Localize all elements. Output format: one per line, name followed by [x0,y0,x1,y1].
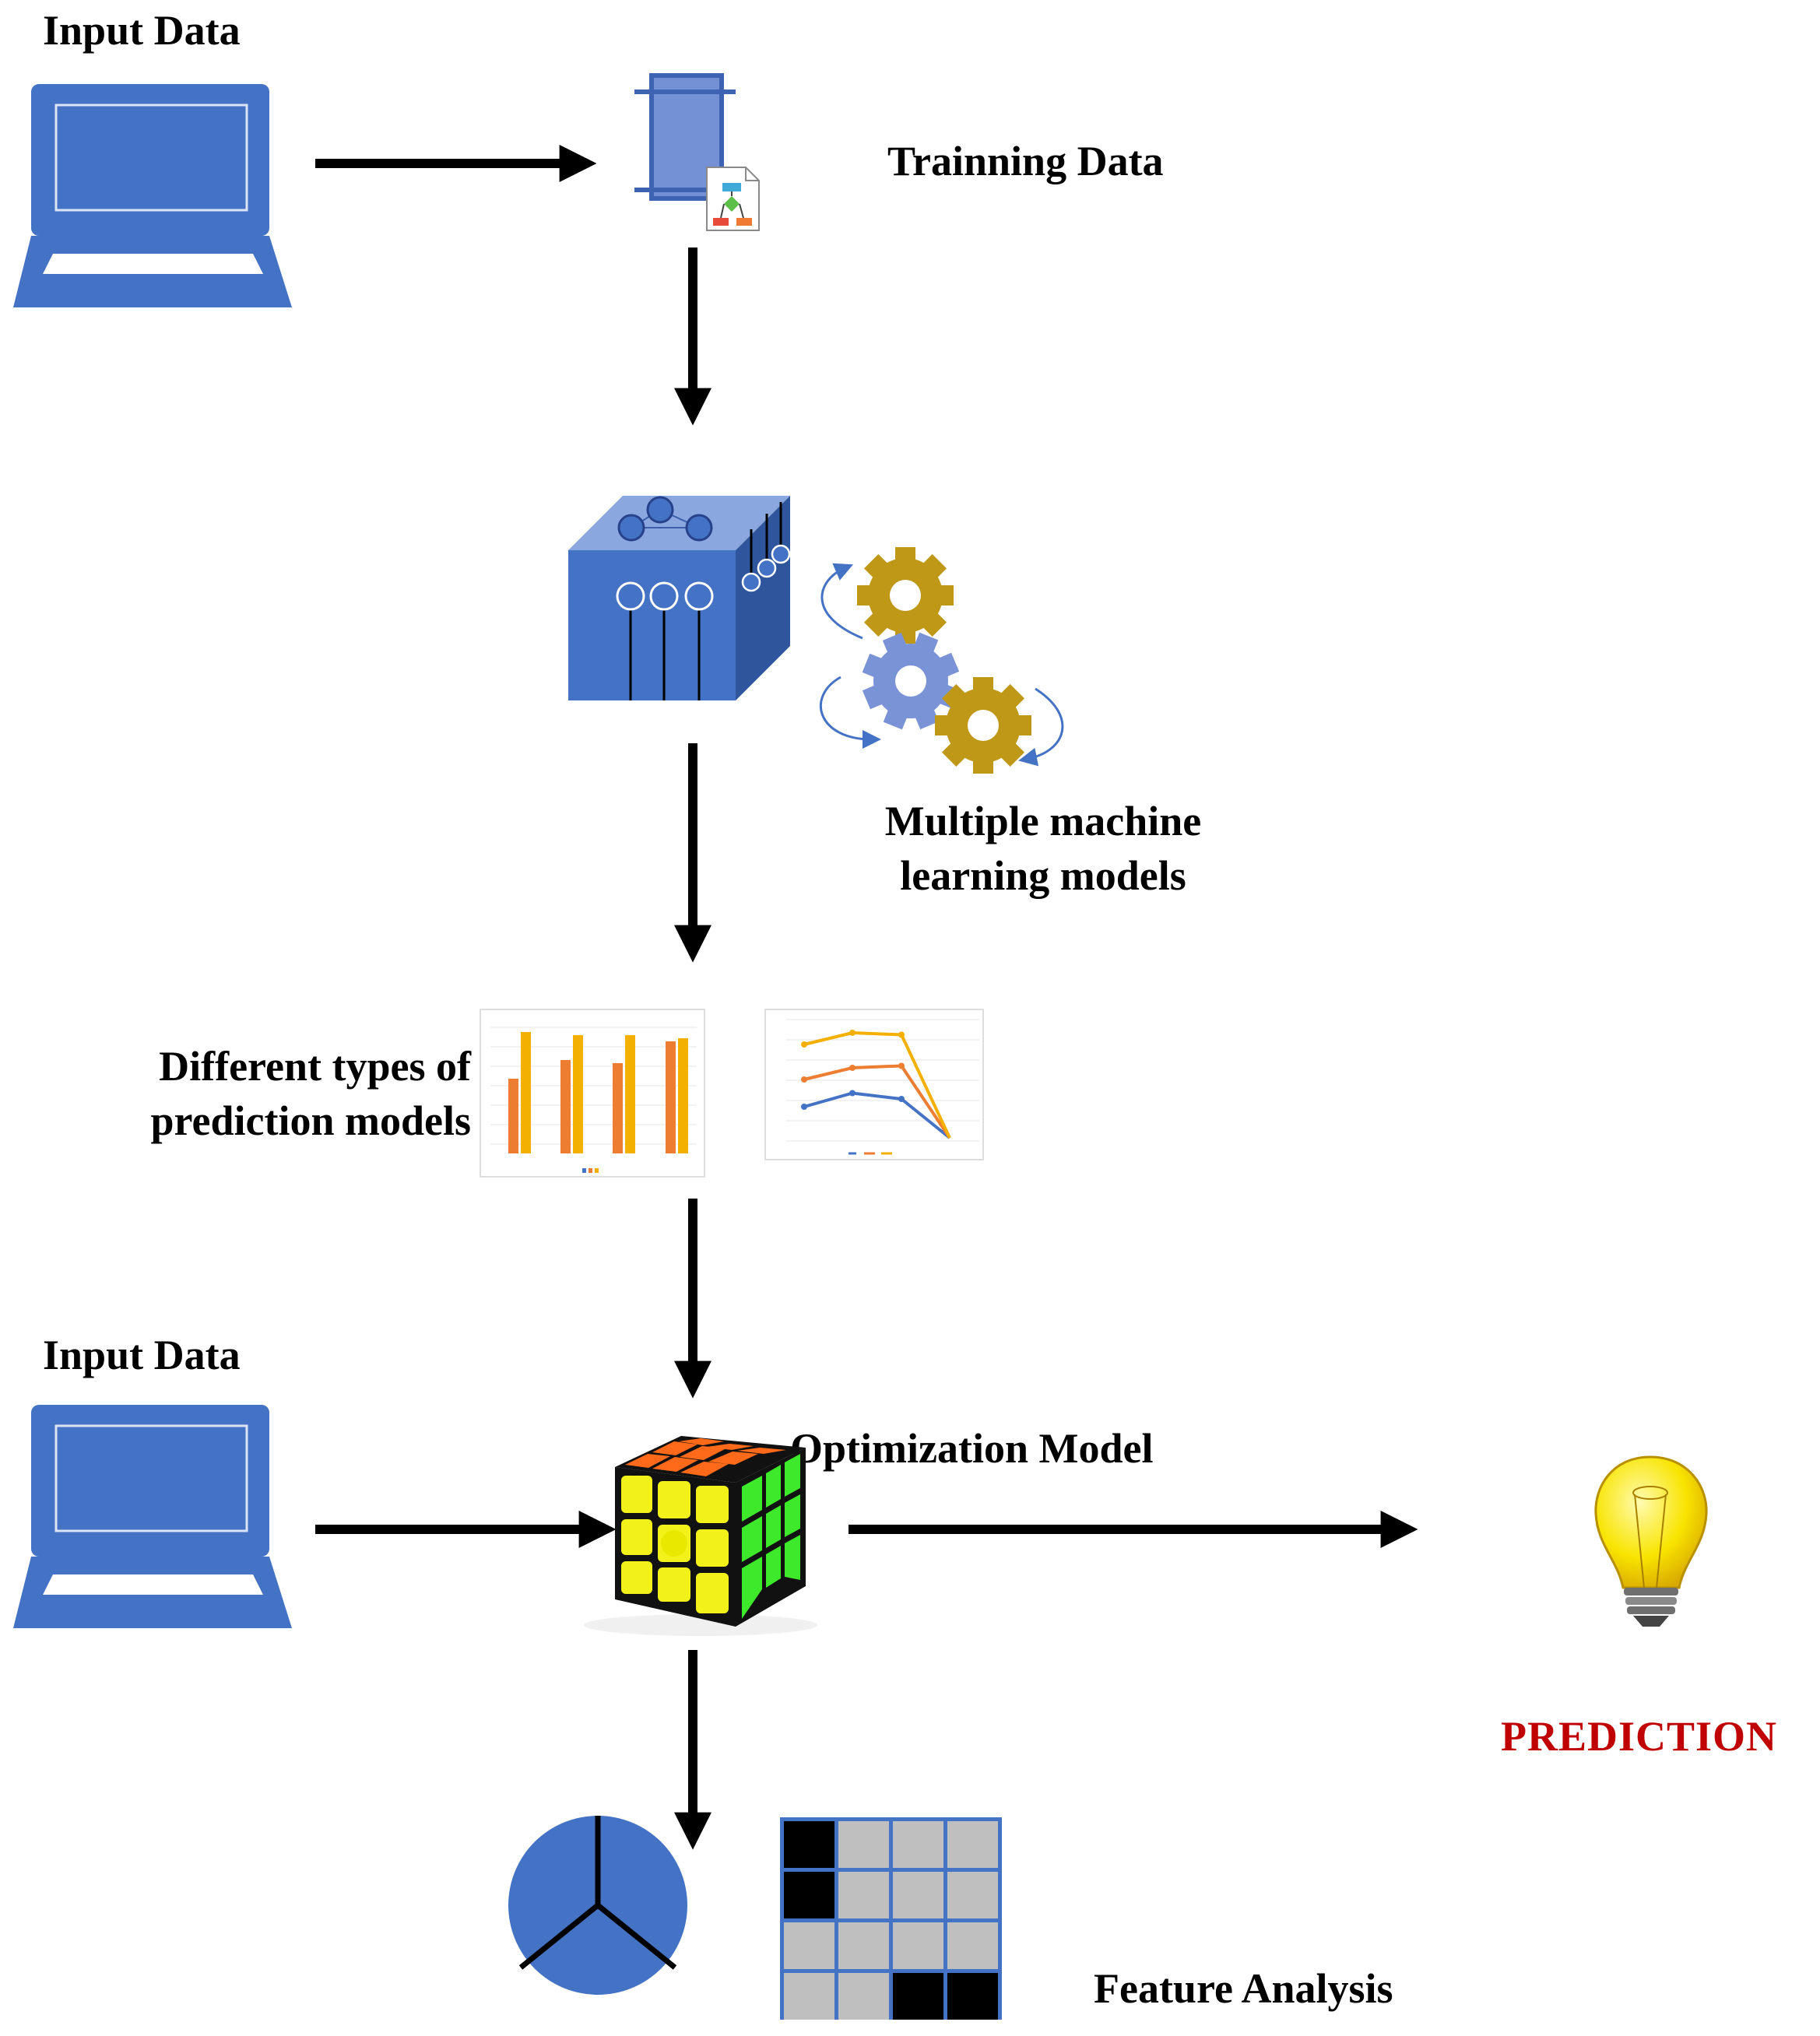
bar-chart-icon [480,1009,705,1178]
ml-models-label: Multiple machine learning models [841,794,1246,903]
grid-cell [947,1872,998,1918]
prediction-label: PREDICTION [1501,1713,1778,1760]
prediction-models-label-line2: prediction models [150,1097,471,1145]
grid-cell [838,1973,889,2020]
grid-cell [784,1872,834,1918]
grid-matrix-icon [780,1817,1002,2020]
mini-bar [573,1035,583,1153]
mini-bar [625,1035,635,1153]
mini-line-point [801,1041,807,1048]
mini-bar [613,1063,623,1153]
mini-line-series [803,1030,951,1139]
ml-models-label-line1: Multiple machine [884,798,1202,844]
grid-cell [893,1973,943,2020]
laptop-icon-top [13,84,292,307]
grid-cell [947,1973,998,2020]
prediction-models-label-line1: Different types of [159,1043,471,1090]
grid-cell [893,1872,943,1918]
mini-line-point [801,1076,807,1083]
mini-bar [678,1038,688,1153]
grid-cell [784,1973,834,2020]
mini-bar [508,1079,518,1153]
grid-cell [893,1922,943,1969]
grid-cell [947,1821,998,1868]
optimization-model-label: Optimization Model [790,1425,1154,1472]
mini-line-series [803,1091,951,1139]
rubiks-cube-icon [584,1436,817,1636]
mini-line-point [849,1090,856,1097]
grid-cell [893,1821,943,1868]
laptop-icon-bottom [13,1405,292,1628]
grid-cell [784,1922,834,1969]
mini-line-point [898,1031,905,1038]
training-data-label: Trainning Data [887,138,1164,184]
pie-chart-icon [508,1816,687,1995]
data-file-icon [634,73,760,231]
input-data-label-top: Input Data [43,7,241,54]
mini-line-point [898,1062,905,1069]
grid-cell [838,1872,889,1918]
prediction-models-label: Different types of prediction models [78,1039,471,1148]
ml-models-label-line2: learning models [900,852,1186,900]
grid-cell [838,1821,889,1868]
mini-line-point [898,1096,905,1102]
mini-line-point [849,1030,856,1036]
neural-cube-icon [568,496,791,700]
grid-cell [784,1821,834,1868]
lightbulb-icon [1594,1455,1708,1627]
mini-bar [521,1032,531,1153]
mini-line-series [803,1064,951,1139]
feature-analysis-label: Feature Analysis [1094,1965,1393,2012]
mini-line-point [849,1065,856,1071]
line-chart-icon [764,1009,984,1160]
input-data-label-bottom: Input Data [43,1332,241,1378]
gears-icon [820,547,1064,774]
mini-line-point [801,1104,807,1110]
mini-bar [666,1041,676,1153]
grid-cell [838,1922,889,1969]
grid-cell [947,1922,998,1969]
mini-bar [560,1060,571,1153]
